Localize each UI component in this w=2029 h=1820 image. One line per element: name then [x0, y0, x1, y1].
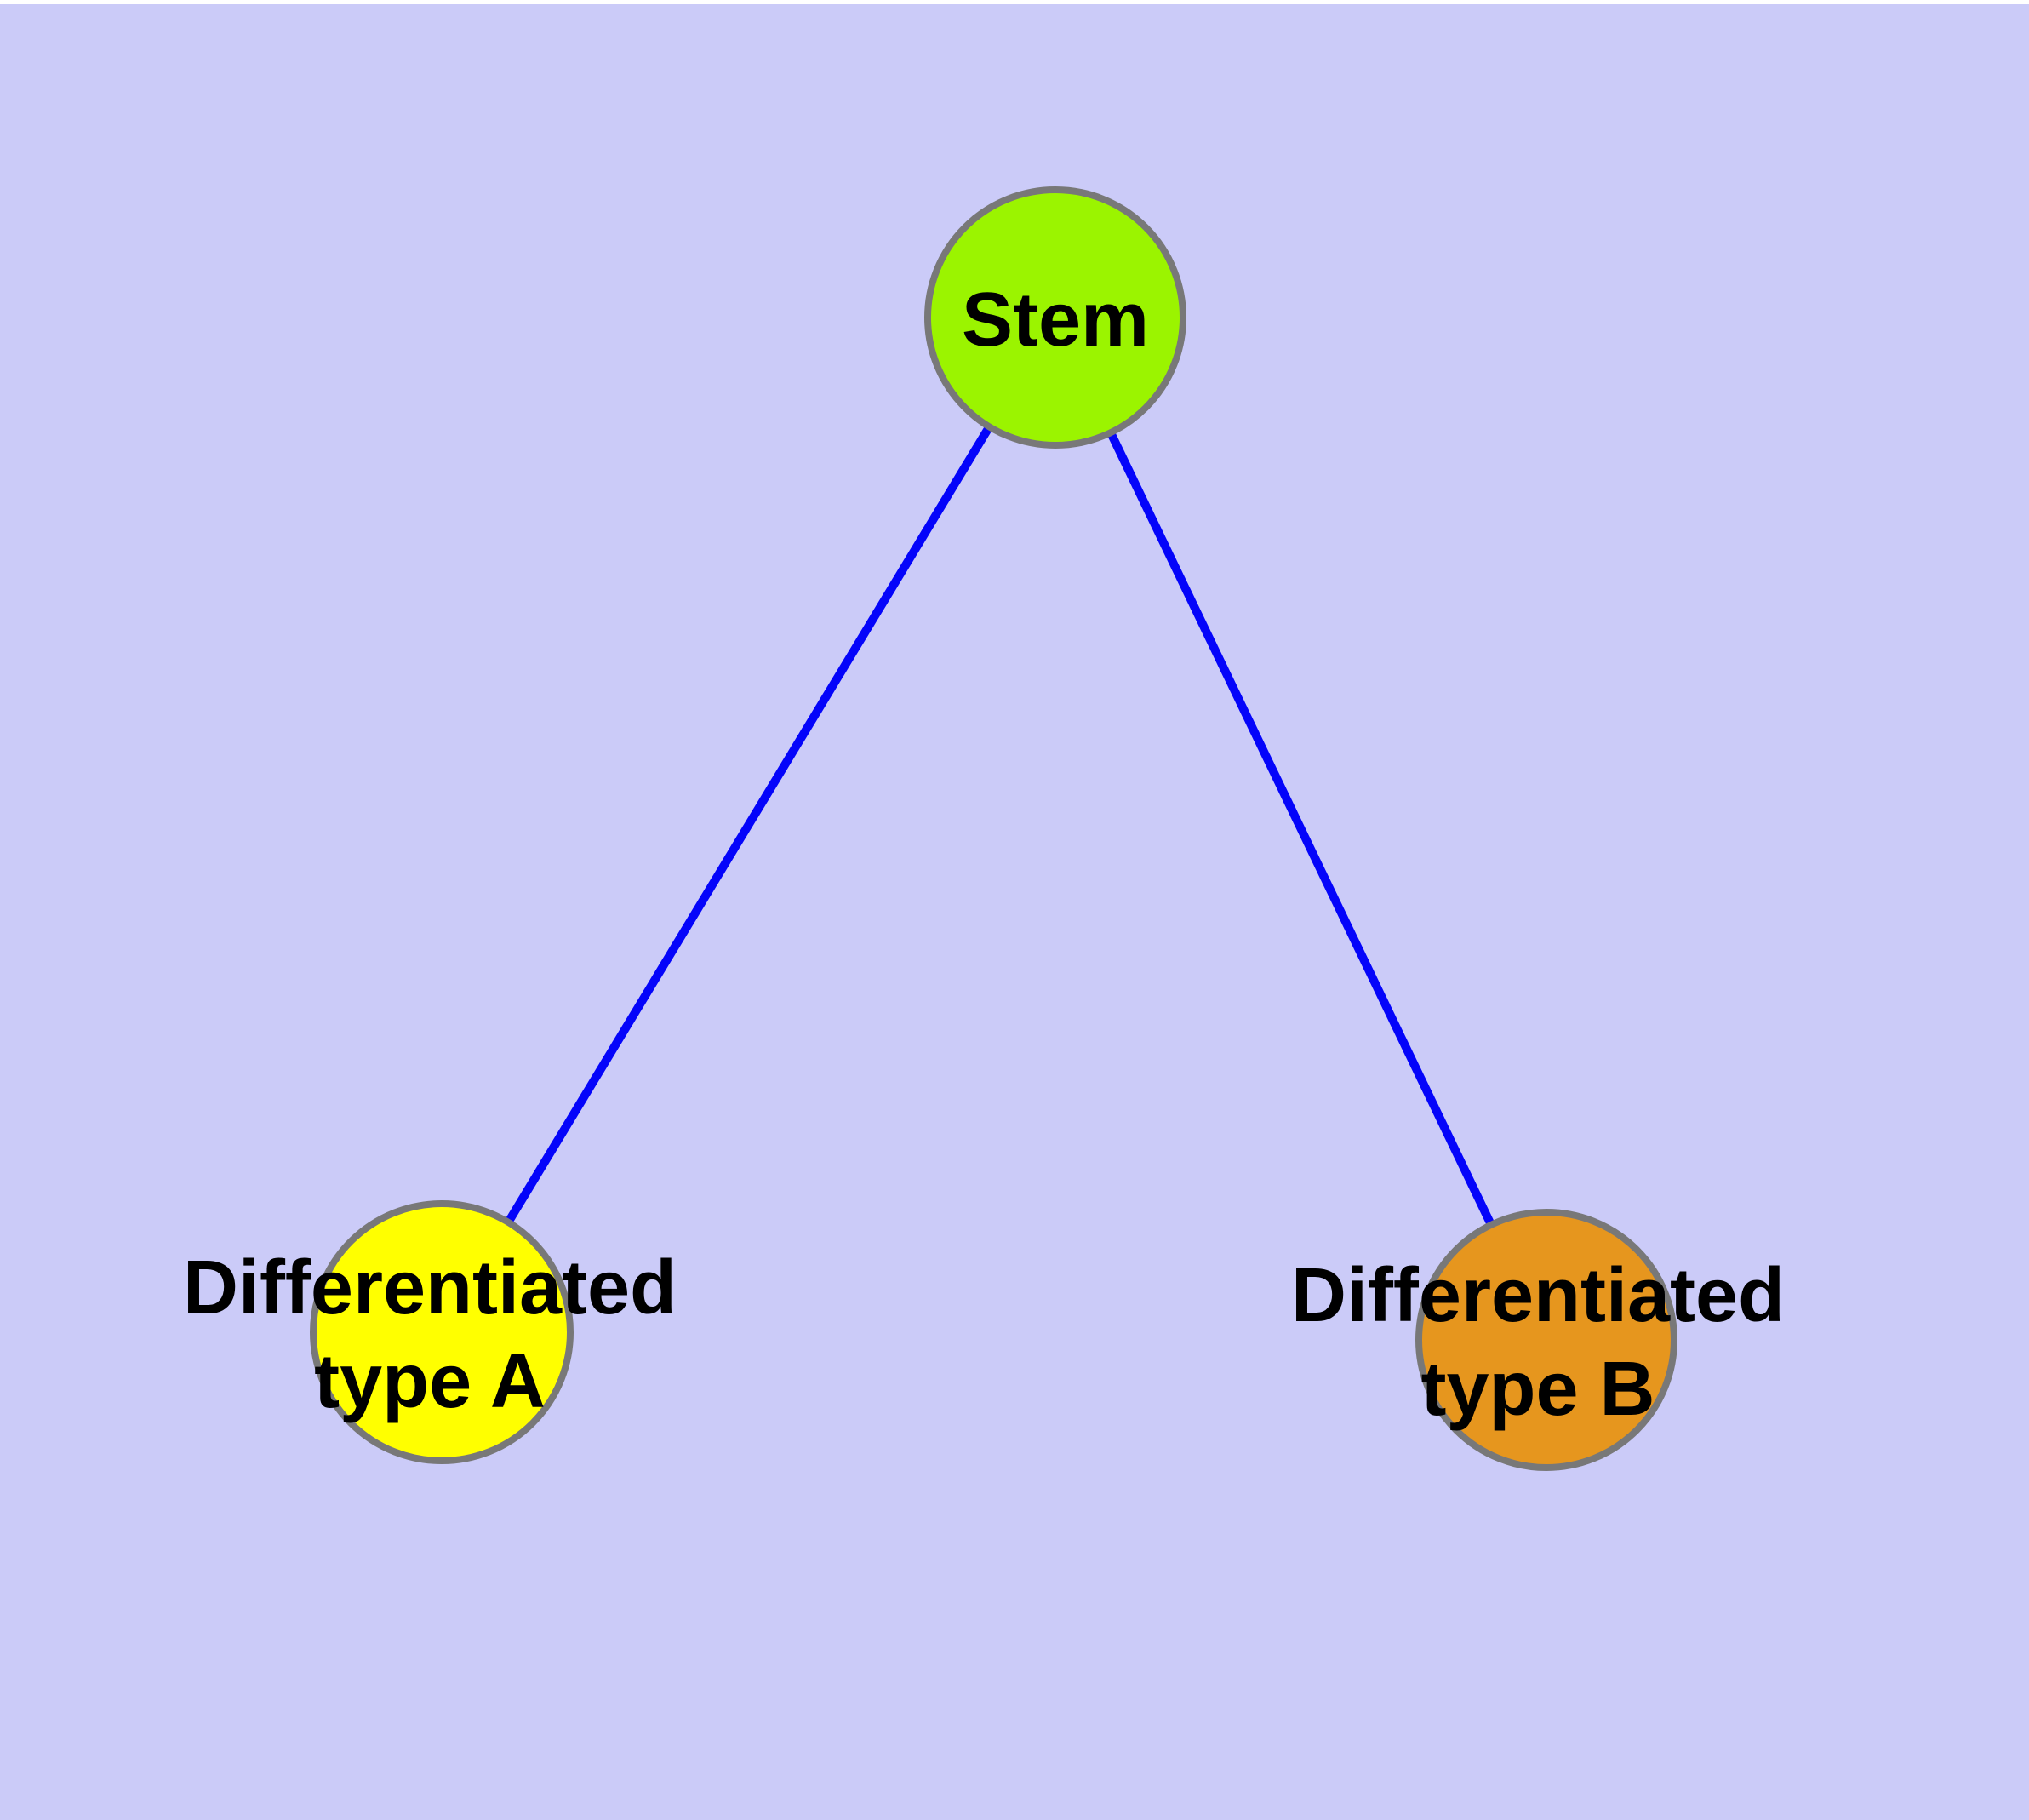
- type-a-node-label-line2: type A: [314, 1339, 546, 1424]
- type-a-node: [310, 1200, 574, 1464]
- type-b-node-label-line2: type B: [1420, 1347, 1655, 1432]
- type-b-node: [1415, 1209, 1677, 1471]
- type-b-node-label-line1: Differentiated: [1291, 1253, 1785, 1338]
- top-white-strip: [0, 0, 2029, 4]
- edge-stem-to-type-a: [437, 315, 1060, 1335]
- edge-stem-to-type-b: [1051, 315, 1551, 1342]
- type-a-node-label-line1: Differentiated: [183, 1245, 677, 1331]
- stem-node-label: Stem: [962, 278, 1149, 363]
- stem-node: [924, 186, 1186, 449]
